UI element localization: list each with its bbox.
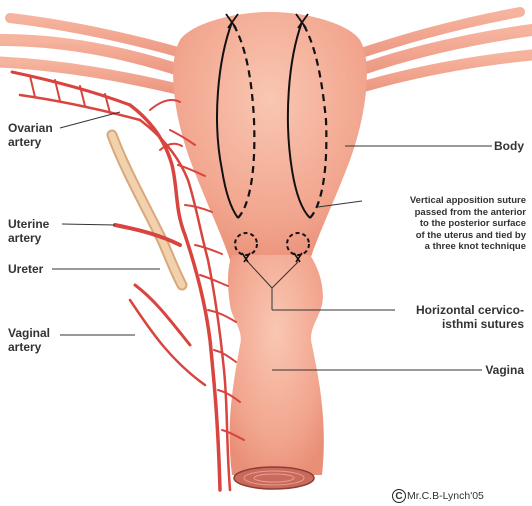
label-horizontal-sutures: Horizontal cervico- isthmi sutures [416,303,524,331]
label-ureter: Ureter [8,262,43,276]
copyright-icon: C [392,489,406,503]
cervix [228,255,324,475]
credit-text: Mr.C.B-Lynch'05 [407,490,484,502]
label-vertical-suture: Vertical apposition suture passed from t… [410,195,526,253]
vaginal-opening [234,467,314,489]
label-vaginal-artery: Vaginal artery [8,326,50,354]
right-tubes [340,12,532,92]
label-uterine-artery: Uterine artery [8,217,49,245]
label-ovarian-artery: Ovarian artery [8,121,53,149]
label-body: Body [494,139,524,153]
label-vagina: Vagina [485,363,524,377]
uterus-body [173,12,367,260]
